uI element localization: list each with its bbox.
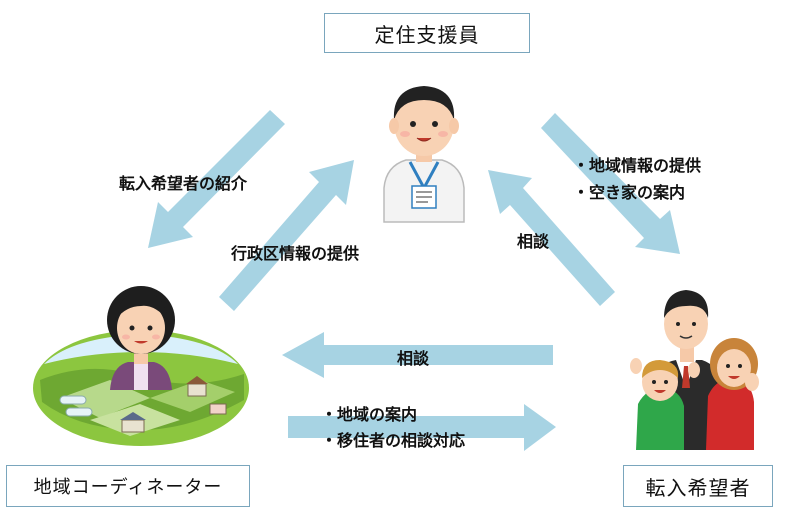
arrow-consult-bottom [282,332,553,378]
applicant-box: 転入希望者 [623,465,773,507]
arrow-consult-right [488,170,615,306]
coordinator-box: 地域コーディネーター [6,465,250,507]
applicant-family-illustration [630,290,759,450]
coordinator-illustration [33,286,249,446]
label-vacant-house: ・空き家の案内 [573,183,686,202]
arrow-area-guide [288,404,556,451]
label-admin-info: 行政区情報の提供 [231,244,360,263]
label-settler-consult: ・移住者の相談対応 [321,431,466,450]
arrow-regional-info [541,113,680,254]
label-regional-info: ・地域情報の提供 [573,156,702,175]
arrow-referral [148,110,285,248]
label-referral: 転入希望者の紹介 [119,174,248,193]
support-staff-box: 定住支援員 [324,13,530,53]
label-consult-bottom: 相談 [397,349,430,368]
arrow-admin-info [219,160,354,311]
support-staff-illustration [383,86,465,223]
label-area-guide: ・地域の案内 [321,405,418,424]
label-consult-right: 相談 [517,232,550,251]
